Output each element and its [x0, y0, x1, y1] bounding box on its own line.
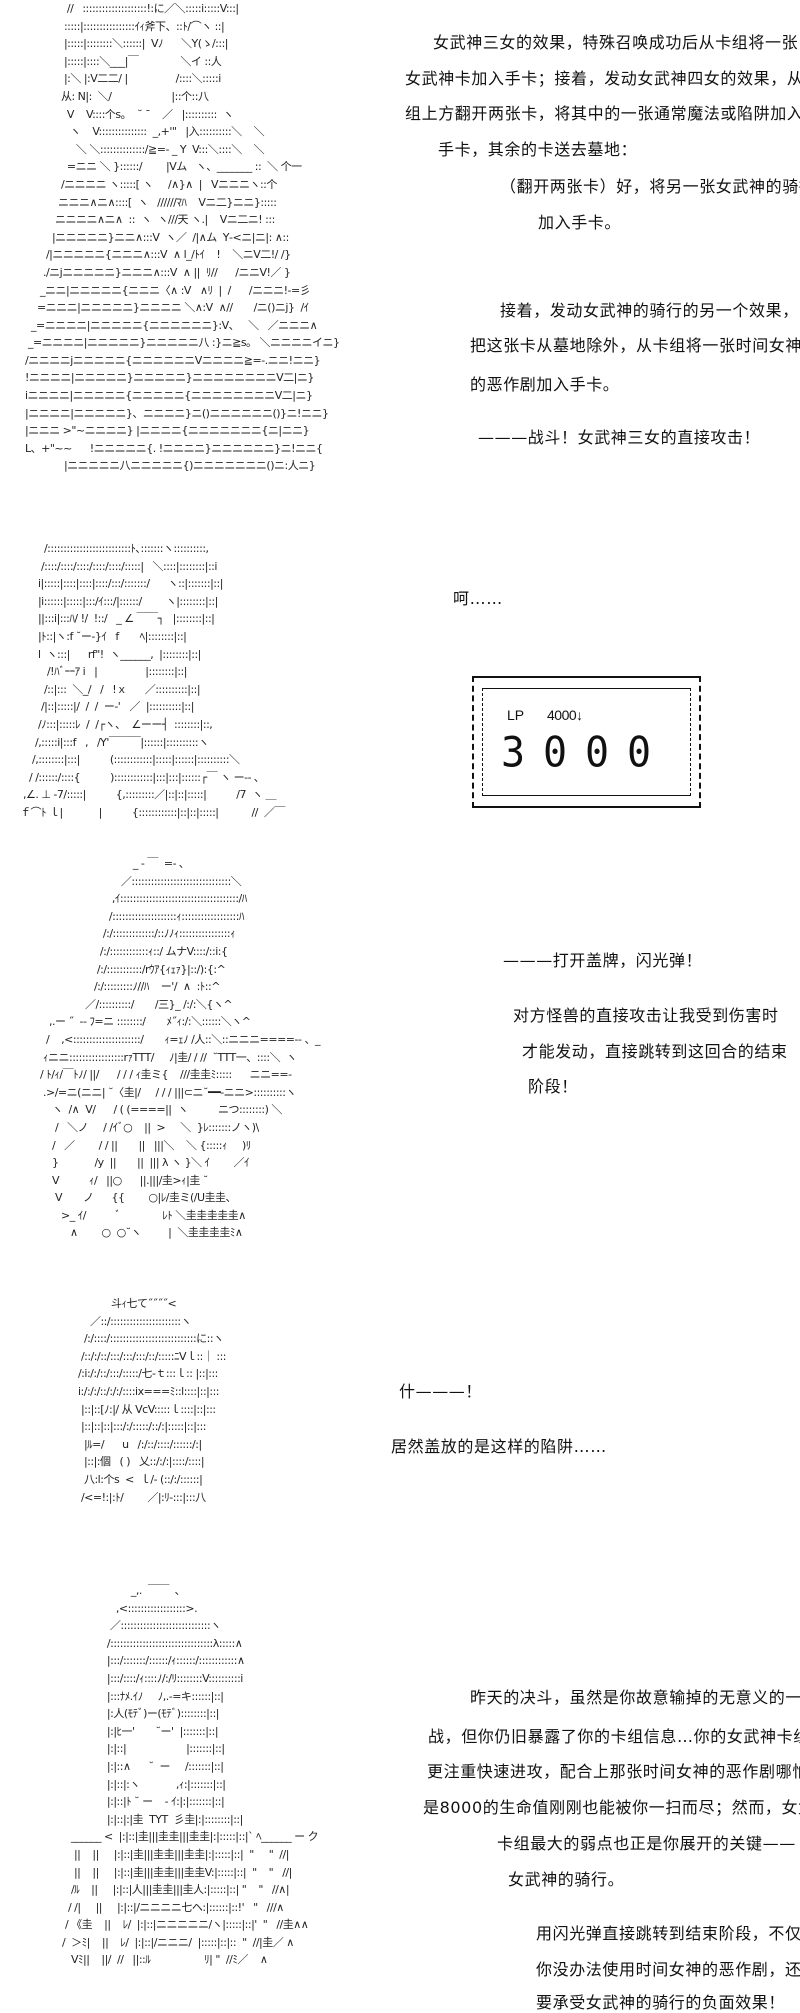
narration-line: 的恶作剧加入手卡。: [470, 375, 620, 394]
narration-line: 才能发动，直接跳转到这回合的结束: [522, 1042, 788, 1061]
narration-line: 女武神三女的效果，特殊召唤成功后从卡组将一张: [433, 33, 799, 52]
narration-line: 卡组最大的弱点也正是你展开的关键——: [497, 1834, 796, 1853]
narration-line: 手卡，其余的卡送去墓地：: [438, 140, 638, 159]
dialogue-line: 什———！: [399, 1382, 483, 1401]
lp-digit: 3: [501, 728, 526, 778]
narration-line: 要承受女武神的骑行的负面效果！: [536, 1993, 786, 2012]
narration-line: 用闪光弹直接跳转到结束阶段，不仅: [536, 1924, 800, 1943]
dialogue-line: 呵……: [453, 589, 503, 608]
ascii-art-valkyrie-figure: // ::::::::::::::::::::!:に／＼:::::i:::::V…: [24, 2, 340, 473]
narration-line: 女武神的骑行。: [508, 1870, 625, 1889]
lp-digit: 0: [543, 728, 568, 778]
dialogue-line: ———打开盖牌，闪光弹！: [503, 951, 703, 970]
narration-line: 更注重快速进攻，配合上那张时间女神的恶作剧哪怕: [427, 1762, 800, 1781]
narration-line: （翻开两张卡）好，将另一张女武神的骑行: [500, 177, 800, 196]
lp-previous-value: 4000↓: [547, 707, 583, 723]
narration-line: 组上方翻开两张卡，将其中的一张通常魔法或陷阱加入: [405, 104, 800, 123]
narration-line: 对方怪兽的直接攻击让我受到伤害时: [513, 1006, 779, 1025]
lp-digit: 0: [585, 728, 610, 778]
dialogue-line: 居然盖放的是这样的陷阱……: [391, 1437, 607, 1456]
life-points-display: LP 4000↓ 3 0 0 0: [472, 676, 701, 808]
narration-line: 把这张卡从墓地除外，从卡组将一张时间女神: [470, 336, 800, 355]
narration-line: 加入手卡。: [538, 213, 622, 232]
narration-line: 昨天的决斗，虽然是你故意输掉的无意义的一: [470, 1688, 800, 1707]
narration-line: 是8000的生命值刚刚也能被你一扫而尽；然而，女武神: [423, 1798, 800, 1817]
narration-line: ———战斗！女武神三女的直接攻击！: [478, 428, 761, 447]
ascii-art-shocked-figure: 斗ｨ七て˝˝˝˝< ／::/::::::::::::::::::::::ヽ /:…: [77, 1297, 227, 1504]
ascii-art-long-hair-figure: _,. ￣￣ ､ ,<::::::::::::::::::>. ／:::::::…: [61, 1584, 319, 1967]
narration-line: 女武神卡加入手卡；接着，发动女武神四女的效果，从卡: [405, 69, 800, 88]
narration-line: 接着，发动女武神的骑行的另一个效果，: [500, 301, 799, 320]
lp-label: LP: [507, 707, 525, 723]
lp-digit: 0: [627, 728, 652, 778]
narration-line: 阶段！: [528, 1077, 578, 1096]
narration-line: 你没办法使用时间女神的恶作剧，还: [536, 1960, 800, 1979]
ascii-art-sunglasses-figure: /::::::::::::::::::::::::::ﾄ､:::::::ヽ:::…: [20, 542, 285, 819]
ascii-art-hooded-figure: _ ‐ ￣ =‐ ､ ／::::::::::::::::::::::::::::…: [40, 857, 320, 1240]
narration-line: 战，但你仍旧暴露了你的卡组信息…你的女武神卡组: [428, 1727, 800, 1746]
lp-current-value: 3 0 0 0: [501, 728, 652, 778]
